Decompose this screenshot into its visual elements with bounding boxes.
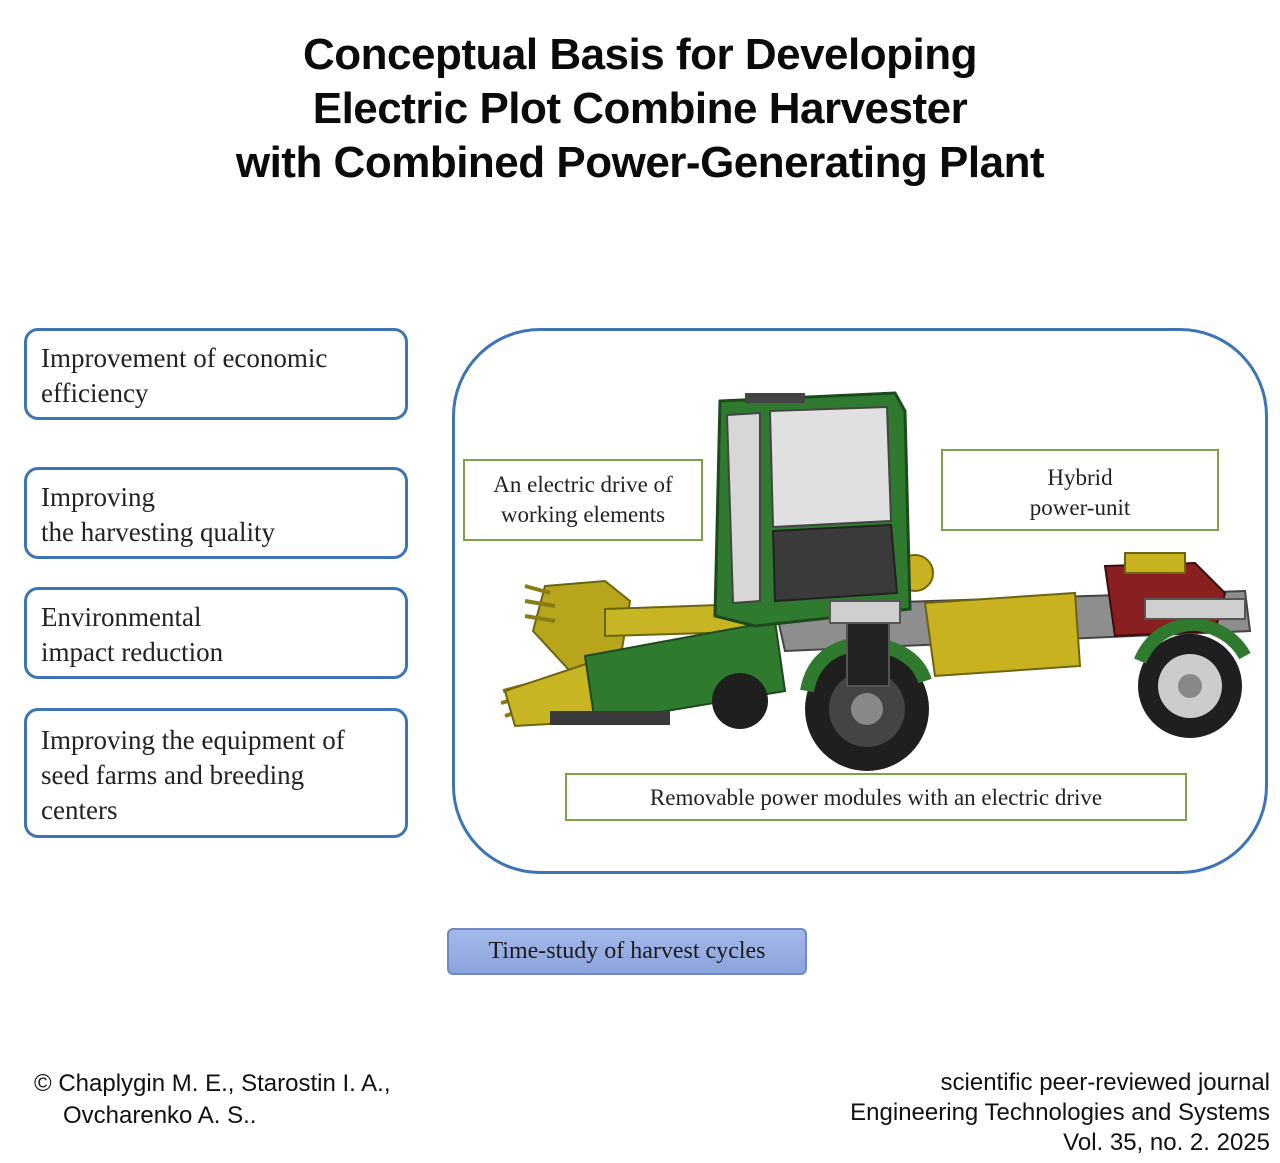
power-module — [923, 591, 1082, 678]
goal-text: the harvesting quality — [41, 517, 275, 547]
journal-line: Vol. 35, no. 2. 2025 — [1063, 1129, 1270, 1156]
journal-line: Engineering Technologies and Systems — [850, 1099, 1270, 1126]
goal-box-harvesting-quality: Improving the harvesting quality — [24, 467, 408, 559]
rear-hub-module — [1144, 598, 1246, 620]
goal-text: efficiency — [41, 378, 149, 408]
authors-line: Ovcharenko A. S.. — [63, 1102, 257, 1129]
harvester-illustration — [500, 391, 1252, 771]
front-wheel — [800, 635, 932, 771]
callout-text: power-unit — [1029, 495, 1131, 520]
authors: © Chaplygin M. E., Starostin I. A., Ovch… — [34, 1068, 391, 1132]
goal-text: seed farms and breeding — [41, 760, 305, 790]
goal-box-seed-farm-equipment: Improving the equipment of seed farms an… — [24, 708, 408, 838]
title-line-1: Conceptual Basis for Developing — [303, 30, 977, 79]
title-line-3: with Combined Power-Generating Plant — [235, 138, 1045, 187]
goal-text: Improving the equipment of — [41, 725, 345, 755]
title-line-2: Electric Plot Combine Harvester — [312, 84, 968, 133]
header-reel — [500, 579, 776, 728]
callout-hybrid-power-unit: Hybrid power-unit — [941, 449, 1219, 531]
rear-battery — [1124, 552, 1186, 574]
page-title: Conceptual Basis for Developing Electric… — [0, 28, 1280, 190]
cutter-bar — [550, 711, 670, 725]
callout-text: An electric drive of — [493, 472, 673, 497]
journal-info: scientific peer-reviewed journal Enginee… — [850, 1068, 1270, 1158]
callout-electric-drive: An electric drive of working elements — [463, 459, 703, 541]
callout-text: working elements — [500, 502, 666, 527]
front-spring — [846, 615, 890, 687]
goal-text: Improvement of economic — [41, 343, 328, 373]
middle-wheel — [712, 673, 768, 729]
journal-line: scientific peer-reviewed journal — [940, 1069, 1270, 1096]
callout-power-modules: Removable power modules with an electric… — [565, 773, 1187, 821]
goal-text: centers — [41, 795, 118, 825]
goal-text: Environmental — [41, 602, 202, 632]
harvester-panel: An electric drive of working elements Hy… — [452, 328, 1268, 874]
rear-wheel — [1134, 617, 1251, 738]
authors-line: © Chaplygin M. E., Starostin I. A., — [34, 1070, 391, 1097]
goal-text: impact reduction — [41, 637, 224, 667]
time-study-button[interactable]: Time-study of harvest cycles — [447, 928, 807, 975]
cab — [713, 391, 912, 628]
goal-box-economic-efficiency: Improvement of economic efficiency — [24, 328, 408, 420]
goal-text: Improving — [41, 482, 155, 512]
goal-box-environmental-impact: Environmental impact reduction — [24, 587, 408, 679]
front-hub-module — [829, 600, 901, 624]
callout-text: Hybrid — [1047, 465, 1113, 490]
callout-text: Removable power modules with an electric… — [649, 785, 1103, 810]
